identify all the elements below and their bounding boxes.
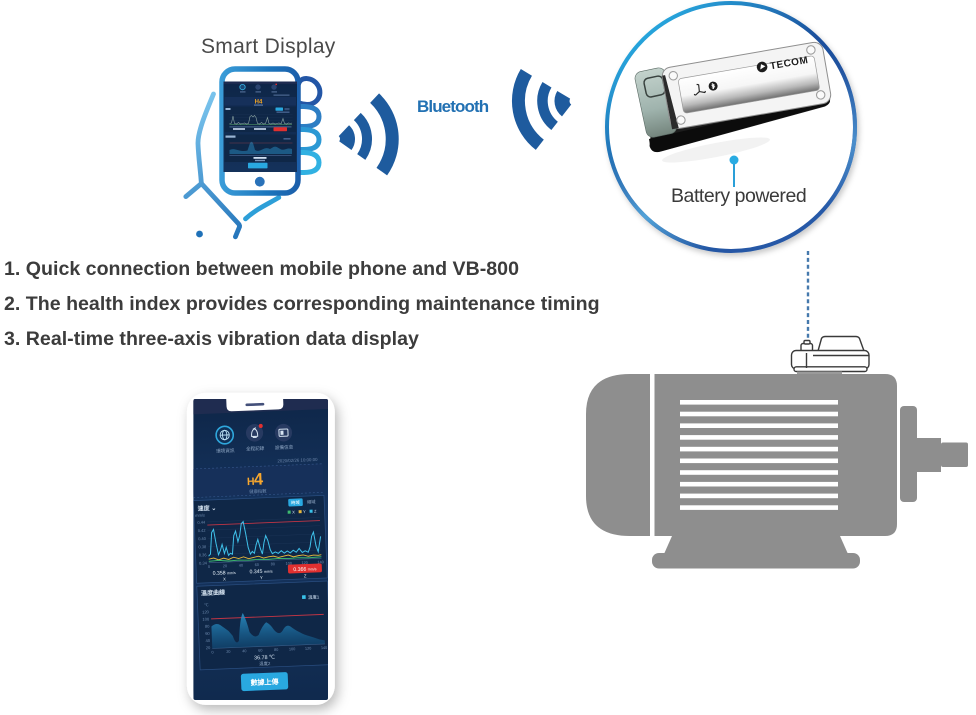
svg-text:時域: 時域 (291, 499, 301, 505)
svg-text:mm/s: mm/s (195, 512, 205, 517)
svg-text:H: H (247, 476, 255, 488)
svg-text:溫度曲線: 溫度曲線 (201, 588, 226, 597)
svg-text:溫度1: 溫度1 (308, 593, 320, 601)
svg-text:40: 40 (242, 649, 246, 653)
svg-text:0: 0 (211, 650, 213, 654)
svg-text:4: 4 (254, 469, 265, 489)
svg-text:36.78 ℃: 36.78 ℃ (254, 655, 275, 662)
svg-text:0.358 mm/s: 0.358 mm/s (213, 570, 237, 577)
svg-text:0.34: 0.34 (199, 560, 208, 565)
svg-text:設備信息: 設備信息 (275, 444, 294, 452)
svg-text:20: 20 (206, 645, 211, 650)
svg-text:頻域: 頻域 (307, 498, 317, 505)
svg-text:0: 0 (208, 565, 210, 569)
svg-text:60: 60 (255, 563, 259, 567)
svg-text:Y: Y (303, 509, 306, 514)
svg-text:20: 20 (223, 564, 227, 568)
svg-text:健康指數: 健康指數 (249, 488, 267, 496)
svg-text:120: 120 (305, 647, 311, 651)
svg-text:140: 140 (317, 560, 323, 564)
svg-text:0.366 mm/s: 0.366 mm/s (293, 566, 317, 573)
svg-text:140: 140 (321, 646, 327, 650)
svg-text:H4: H4 (255, 100, 263, 106)
svg-text:120: 120 (301, 561, 307, 565)
svg-text:Y: Y (260, 575, 263, 580)
svg-text:Z: Z (304, 573, 307, 578)
svg-text:℃: ℃ (204, 602, 209, 607)
svg-text:0.38: 0.38 (198, 544, 207, 549)
svg-text:20: 20 (226, 650, 230, 654)
svg-text:Z: Z (314, 509, 317, 514)
svg-text:速度 ⌄: 速度 ⌄ (198, 504, 217, 513)
svg-text:環境資訊: 環境資訊 (216, 447, 235, 455)
svg-text:40: 40 (239, 564, 243, 568)
svg-text:數據上傳: 數據上傳 (250, 677, 279, 687)
svg-text:溫度2: 溫度2 (259, 660, 271, 668)
svg-text:100: 100 (202, 616, 210, 621)
svg-text:0.44: 0.44 (197, 520, 206, 525)
svg-text:0.345 mm/s: 0.345 mm/s (249, 568, 273, 575)
svg-text:80: 80 (205, 624, 210, 629)
svg-text:0.36: 0.36 (199, 552, 208, 557)
svg-text:40: 40 (205, 638, 210, 643)
svg-text:全程記錄: 全程記錄 (246, 445, 265, 453)
svg-text:2020/02/26 10:00:00: 2020/02/26 10:00:00 (277, 457, 318, 464)
svg-text:80: 80 (271, 562, 275, 566)
svg-text:X: X (292, 509, 295, 514)
svg-text:100: 100 (289, 647, 295, 651)
svg-text:0.40: 0.40 (198, 536, 207, 541)
svg-text:X: X (223, 576, 226, 581)
svg-text:80: 80 (274, 648, 278, 652)
svg-text:60: 60 (205, 631, 210, 636)
svg-text:100: 100 (286, 562, 292, 566)
svg-text:0.42: 0.42 (198, 528, 207, 533)
svg-text:120: 120 (202, 609, 210, 614)
svg-text:60: 60 (258, 649, 262, 653)
